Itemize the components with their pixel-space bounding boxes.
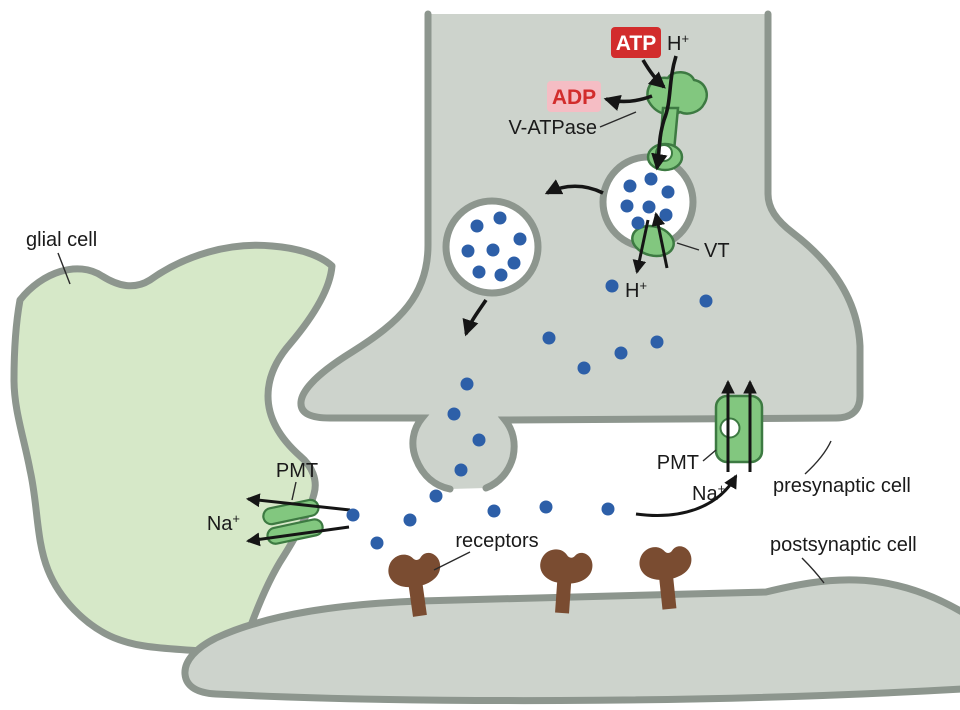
postsynaptic-cell [181, 576, 960, 705]
neurotransmitter-dot [661, 185, 675, 199]
receptor [639, 546, 692, 610]
neurotransmitter-dots [346, 172, 713, 550]
glial-cell-pointer [57, 252, 71, 285]
postsynaptic-cell-label: postsynaptic cell [770, 534, 917, 556]
presynaptic-membrane [297, 10, 864, 493]
neurotransmitter-dot [472, 433, 486, 447]
neurotransmitter-dot [472, 265, 486, 279]
vt-label: VT [704, 240, 730, 262]
neurotransmitter-dot [370, 536, 384, 550]
neurotransmitter-dot [507, 256, 521, 270]
vt-uptake-arrow [651, 211, 669, 269]
receptor [388, 552, 441, 617]
neurotransmitter-dot [614, 346, 628, 360]
neurotransmitter-dot [513, 232, 527, 246]
neurotransmitter-dot [650, 335, 664, 349]
receptors-pointer [433, 551, 471, 571]
v-atpase-pointer [599, 111, 637, 128]
neurotransmitter-dot [403, 513, 417, 527]
v-atpase-label: V-ATPase [508, 117, 597, 139]
pmt-presynaptic-label: PMT [657, 452, 699, 474]
pmt-presynaptic-pointer [702, 449, 717, 462]
na-ion-label-glial: Na+ [207, 511, 240, 535]
presynaptic-cell-pointer [804, 440, 832, 475]
presynaptic-cell [297, 10, 864, 493]
neurotransmitter-dot [454, 463, 468, 477]
atp-label: ATP [616, 32, 656, 55]
pmt-transporter-presynaptic [714, 394, 764, 464]
neurotransmitter-dot [539, 500, 553, 514]
neurotransmitter-dot [620, 199, 634, 213]
neurotransmitter-dot [577, 361, 591, 375]
neurotransmitter-dot [346, 508, 360, 522]
neurotransmitter-dot [487, 504, 501, 518]
glial-cell [10, 241, 336, 656]
neurotransmitter-dot [631, 216, 645, 230]
presynaptic-cell-fill [300, 14, 860, 489]
na-ion-label-presynaptic: Na+ [692, 481, 725, 505]
receptors [388, 546, 692, 617]
neurotransmitter-dot [659, 208, 673, 222]
h-ion-label-top: H+ [667, 31, 689, 55]
vt-proton-arrow [632, 219, 650, 275]
vesicle-docking-arrow [462, 299, 488, 337]
neurotransmitter-dot [601, 502, 615, 516]
pmt-glial-pointer [291, 481, 297, 501]
neurotransmitter-dot [644, 172, 658, 186]
neurotransmitter-dot [542, 331, 556, 345]
adp-label: ADP [552, 86, 596, 109]
neurotransmitter-dot [605, 279, 619, 293]
neurotransmitter-dot [447, 407, 461, 421]
vt-pointer [676, 242, 700, 251]
receptors-label: receptors [455, 530, 538, 552]
glial-cell-label: glial cell [26, 229, 97, 251]
neurotransmitter-dot [461, 244, 475, 258]
vesicle-transfer-arrow [544, 179, 604, 195]
pmt-glial-label: PMT [276, 460, 318, 482]
neurotransmitter-dot [699, 294, 713, 308]
postsynaptic-membrane [181, 576, 960, 705]
neurotransmitter-dot [460, 377, 474, 391]
pmt-pore [719, 417, 741, 439]
atp-hydrolysis-arrow [641, 59, 666, 89]
adp-release-arrow [603, 94, 653, 111]
glial-uptake-arrow [245, 493, 351, 512]
glial-uptake-arrow [245, 525, 350, 547]
neurotransmitter-dot [623, 179, 637, 193]
postsynaptic-cell-pointer [801, 557, 825, 584]
neurotransmitter-dot [429, 489, 443, 503]
atp-badge [611, 27, 661, 58]
sodium-cotransport-arrow [635, 474, 738, 517]
neurotransmitter-dot [493, 211, 507, 225]
neurotransmitter-dot [470, 219, 484, 233]
neurotransmitter-dot [494, 268, 508, 282]
neurotransmitter-dot [642, 200, 656, 214]
receptor [540, 549, 593, 614]
adp-badge [547, 81, 601, 112]
postsynaptic-cell-fill [184, 579, 960, 701]
h-ion-label-vt: H+ [625, 278, 647, 302]
presynaptic-cell-label: presynaptic cell [773, 475, 911, 497]
glial-cell-body [10, 241, 336, 656]
proton-pump-arrow [651, 55, 678, 171]
neurotransmitter-dot [486, 243, 500, 257]
